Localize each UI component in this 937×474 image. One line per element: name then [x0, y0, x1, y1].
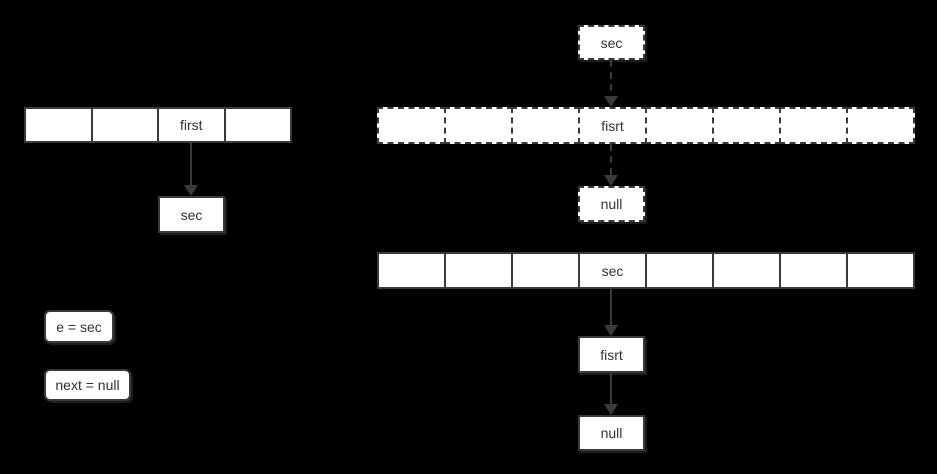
array-cell: [712, 107, 781, 144]
arrow-fisrt-to-null: [604, 373, 618, 415]
array-cell: [846, 107, 915, 144]
note-label: next = null: [55, 377, 120, 393]
note-next-null: next = null: [44, 369, 131, 401]
array-cell: [223, 107, 292, 143]
array-cell: [444, 107, 513, 144]
arrow-head-icon: [604, 96, 618, 107]
node-sec-left: sec: [158, 196, 225, 233]
arrow-head-icon: [604, 404, 618, 415]
node-fisrt: fisrt: [578, 336, 645, 373]
arrow-shaft: [190, 143, 192, 185]
arrow-head-icon: [604, 325, 618, 336]
array-cell-sec: sec: [578, 252, 647, 289]
array-cell: [712, 252, 781, 289]
array-left-solid: first: [24, 107, 292, 143]
array-cell: [444, 252, 513, 289]
arrow-shaft: [610, 144, 612, 175]
array-cell: [377, 107, 446, 144]
arrow-first-to-sec: [184, 143, 198, 196]
note-e-sec: e = sec: [44, 310, 114, 343]
node-label: sec: [600, 34, 623, 51]
array-cell: [779, 107, 848, 144]
arrow-sec-to-array-dashed: [604, 60, 618, 107]
array-cell: [511, 107, 580, 144]
array-cell-fisrt: fisrt: [578, 107, 647, 144]
array-right-solid: sec: [377, 252, 915, 289]
note-label: e = sec: [56, 318, 102, 335]
node-null: null: [578, 415, 645, 451]
node-label: null: [600, 425, 623, 441]
arrow-sec-to-fisrt: [604, 289, 618, 336]
array-cell-first: first: [157, 107, 226, 143]
array-cell: [377, 252, 446, 289]
arrow-shaft: [610, 373, 612, 404]
arrow-shaft: [610, 289, 612, 325]
array-cell: [511, 252, 580, 289]
node-label: fisrt: [600, 346, 623, 363]
node-label: null: [600, 196, 623, 212]
array-cell: [24, 107, 93, 143]
node-sec-top-dashed: sec: [578, 25, 645, 60]
array-cell: [90, 107, 159, 143]
array-cell: [779, 252, 848, 289]
arrow-head-icon: [604, 175, 618, 186]
array-cell: [645, 252, 714, 289]
arrow-array-to-null-dashed: [604, 144, 618, 186]
node-null-dashed: null: [578, 186, 645, 222]
arrow-head-icon: [184, 185, 198, 196]
arrow-shaft: [610, 60, 612, 96]
array-cell: [846, 252, 915, 289]
array-cell: [645, 107, 714, 144]
array-right-dashed: fisrt: [377, 107, 915, 144]
node-label: sec: [180, 206, 203, 223]
